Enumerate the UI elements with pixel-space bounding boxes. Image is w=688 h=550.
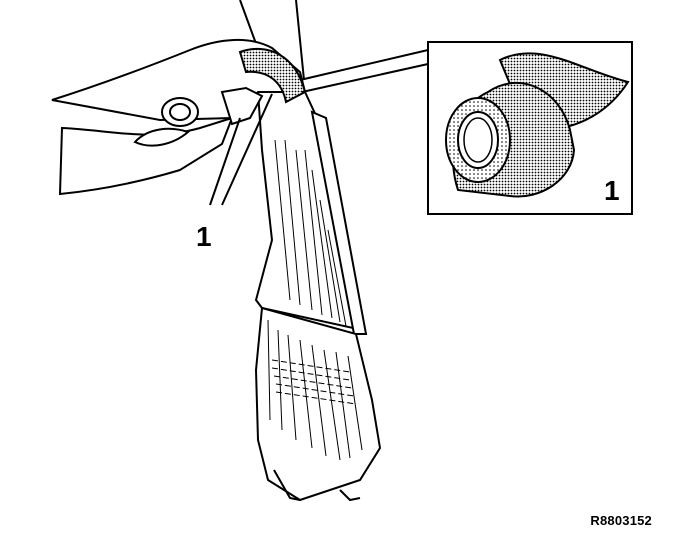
figure-code: R8803152 xyxy=(590,513,652,528)
callout-label-inset: 1 xyxy=(604,175,620,206)
callout-label-main: 1 xyxy=(196,221,212,252)
hose-texture xyxy=(267,139,363,461)
inset-leaders xyxy=(299,49,429,93)
tape-roll-icon xyxy=(445,52,630,198)
hose-icon xyxy=(254,91,382,502)
callout-leaders xyxy=(209,93,273,206)
pliers-icon xyxy=(51,39,307,196)
